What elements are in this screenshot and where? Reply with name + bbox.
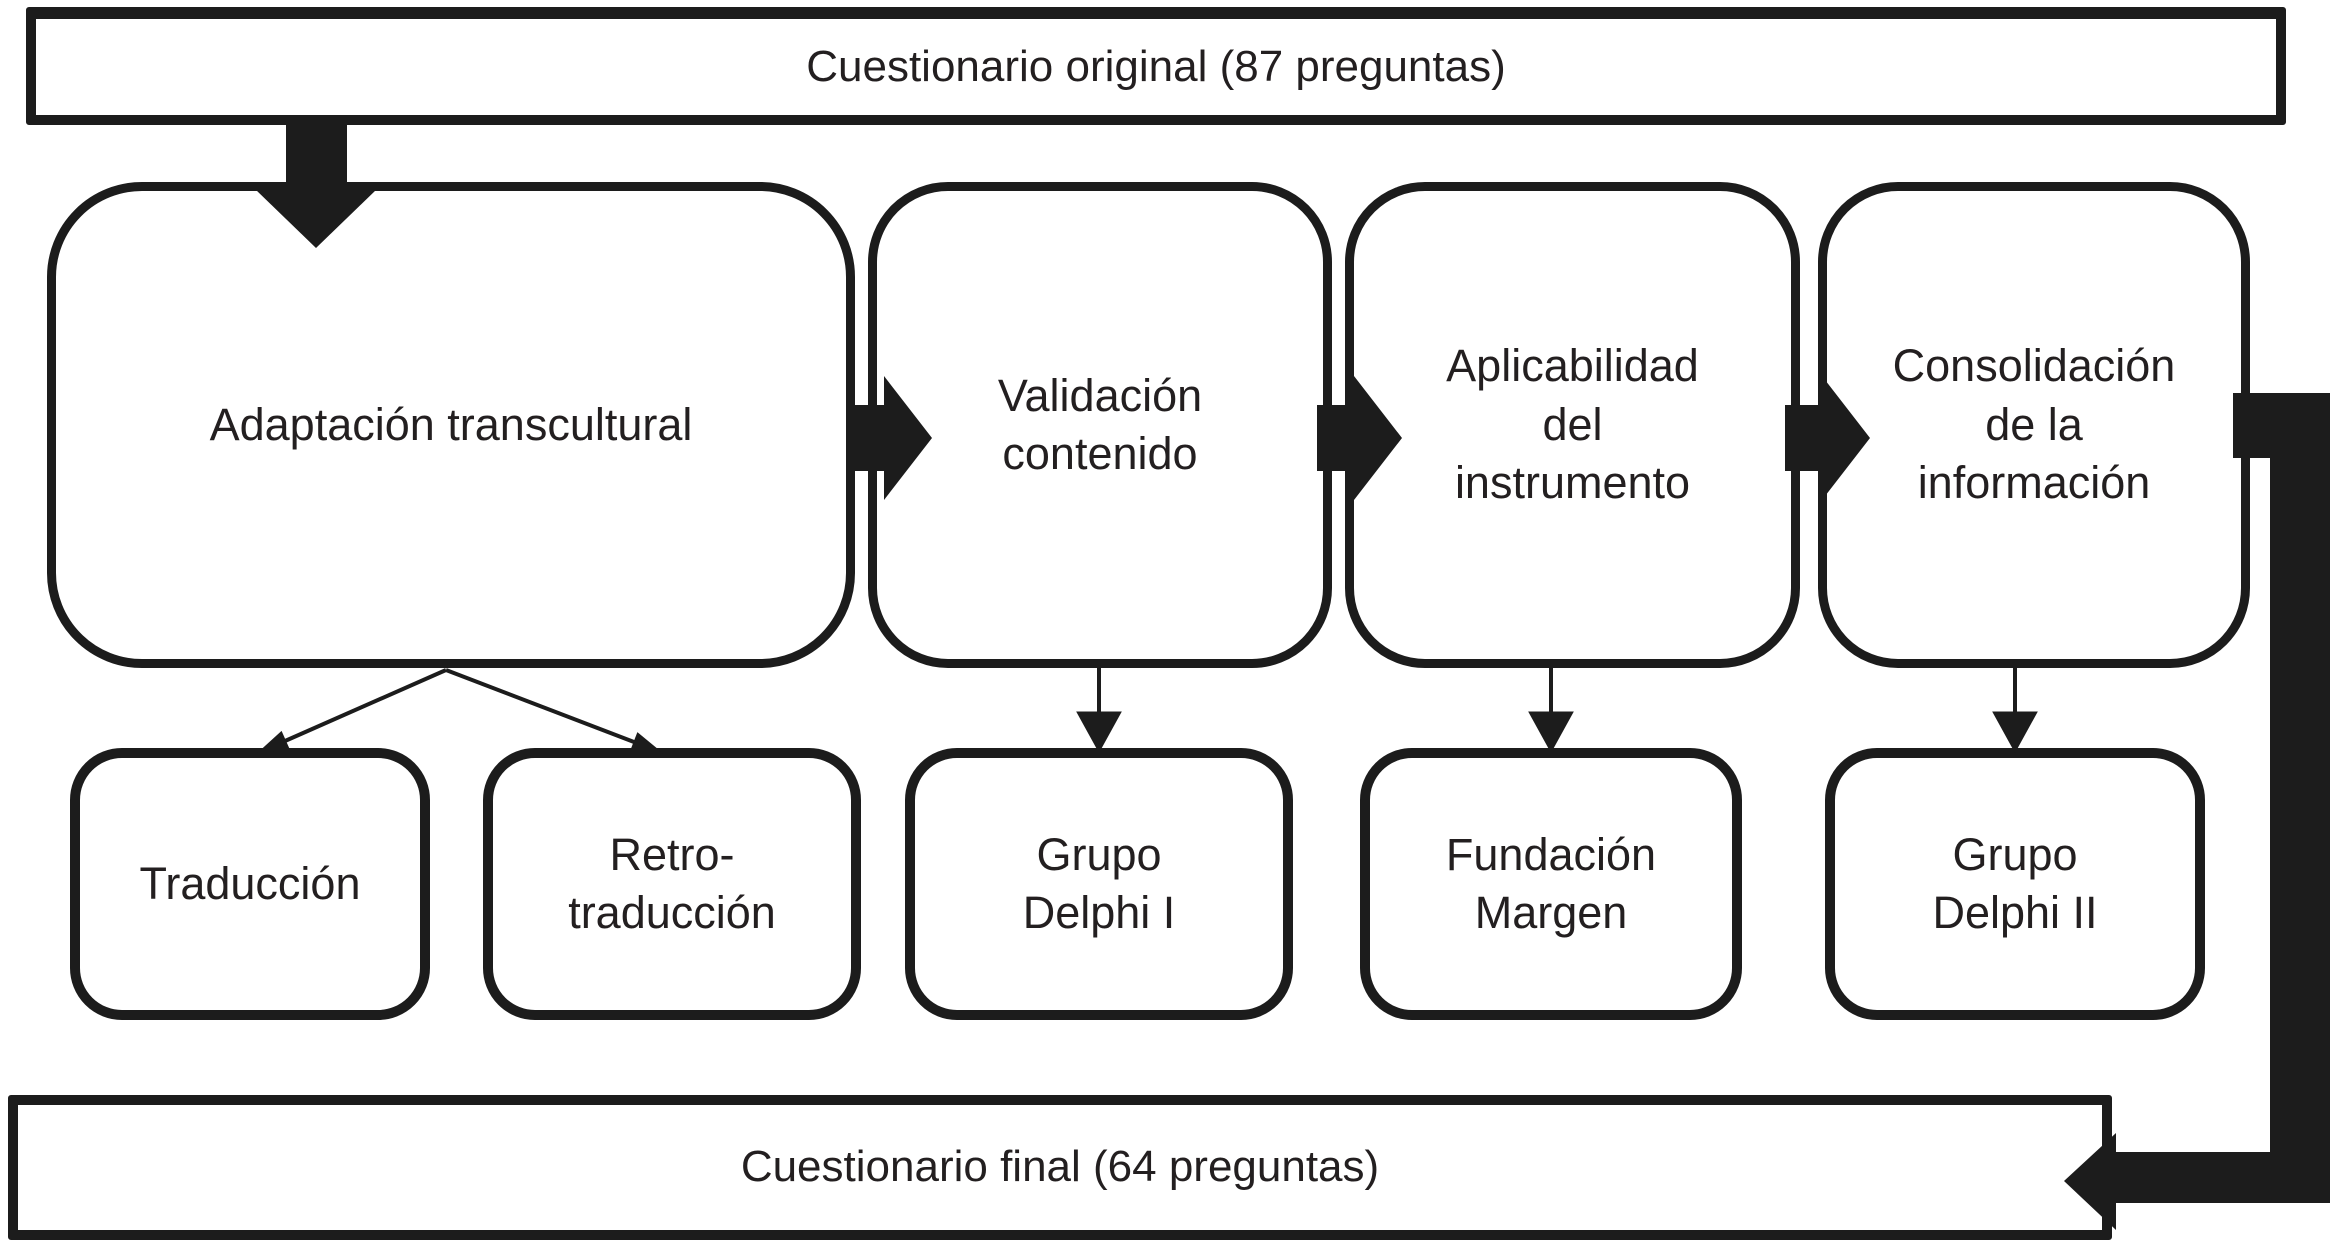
stage-box-validacion-contenido: Validación contenido	[868, 182, 1332, 668]
substage-label: Fundación Margen	[1445, 828, 1657, 939]
substage-box-grupo-delphi-2: Grupo Delphi II	[1825, 748, 2205, 1020]
stage-box-aplicabilidad-instrumento: Aplicabilidad del instrumento	[1345, 182, 1800, 668]
down-connector-arrow-icon	[1076, 668, 2038, 754]
top-banner-original-questionnaire: Cuestionario original (87 preguntas)	[26, 7, 2286, 125]
stage-box-consolidacion-informacion: Consolidación de la información	[1818, 182, 2250, 668]
substage-box-fundacion-margen: Fundación Margen	[1360, 748, 1742, 1020]
bottom-banner-final-questionnaire: Cuestionario final (64 preguntas)	[8, 1095, 2112, 1240]
stage-label: Aplicabilidad del instrumento	[1446, 340, 1699, 509]
substage-box-traduccion: Traducción	[70, 748, 430, 1020]
stage-label: Consolidación de la información	[1892, 340, 2176, 509]
stage-label: Adaptación transcultural	[209, 398, 693, 450]
substage-box-grupo-delphi-1: Grupo Delphi I	[905, 748, 1293, 1020]
top-banner-label: Cuestionario original (87 preguntas)	[806, 41, 1506, 91]
bottom-banner-label: Cuestionario final (64 preguntas)	[740, 1142, 1380, 1192]
substage-label: Grupo Delphi II	[1932, 828, 2098, 939]
substage-label: Retro- traducción	[568, 828, 776, 939]
stage-box-adaptacion-transcultural: Adaptación transcultural	[47, 182, 855, 668]
substage-label: Grupo Delphi I	[1022, 828, 1176, 939]
substage-box-retro-traduccion: Retro- traducción	[483, 748, 861, 1020]
substage-label: Traducción	[139, 857, 361, 909]
split-arrow-icon	[256, 668, 664, 754]
stage-label: Validación contenido	[997, 369, 1203, 480]
